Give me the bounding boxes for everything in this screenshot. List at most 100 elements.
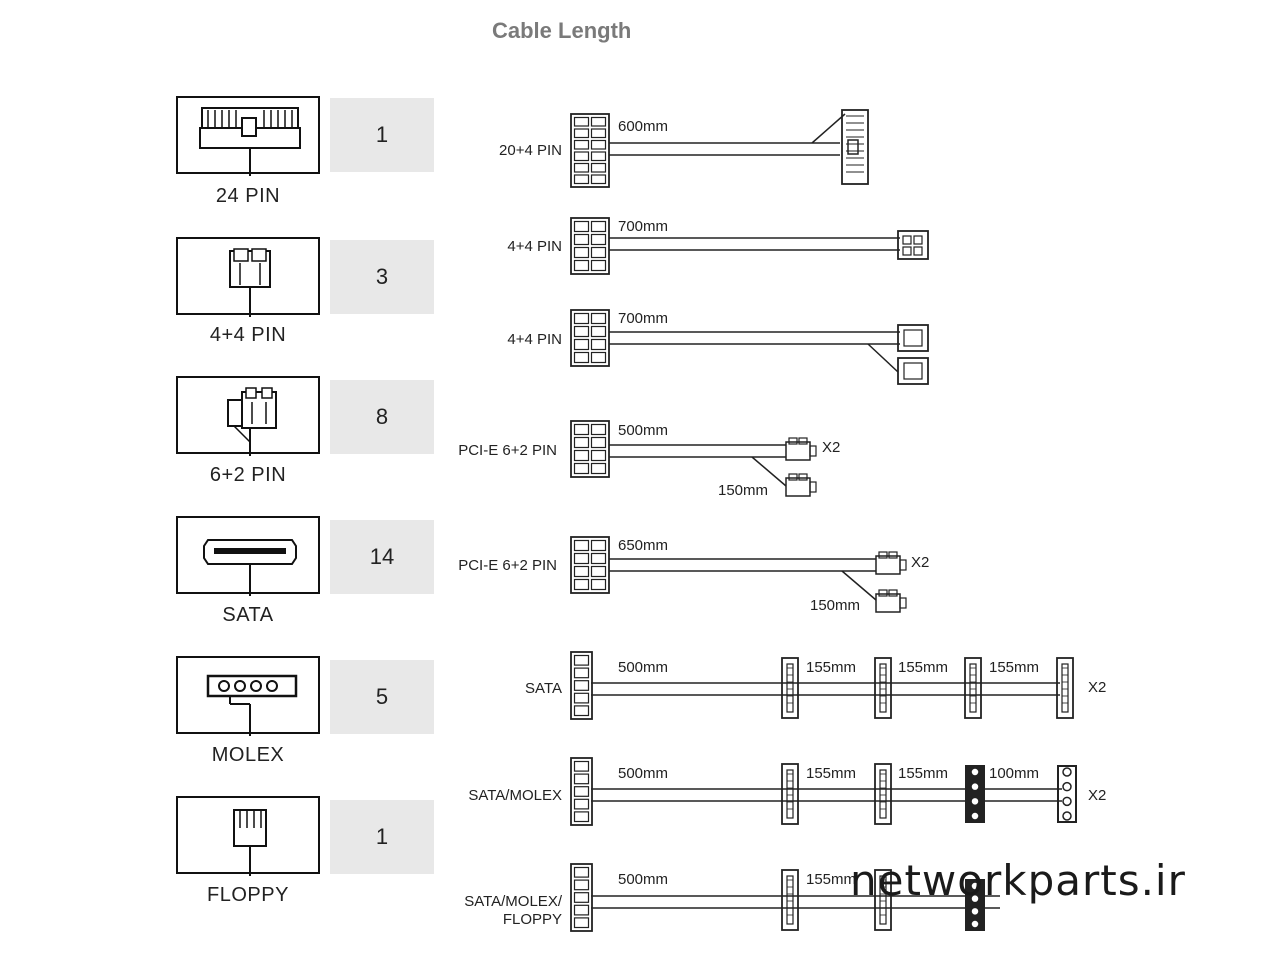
cable-length: 155mm: [806, 659, 857, 676]
plug-icon: [570, 309, 610, 367]
connector-count: 5: [330, 660, 434, 734]
sata-plug-icon: [879, 663, 887, 713]
sata-plug-icon: [1056, 657, 1074, 719]
eps-plug-icon: [902, 235, 912, 245]
connector-label: MOLEX: [211, 744, 285, 766]
sata-plug-icon: [786, 769, 794, 819]
molex-plug-icon: [970, 919, 980, 929]
atx-plug-icon: [847, 139, 859, 155]
plug-pin-icon: [590, 116, 607, 127]
plug-pin-icon: [590, 312, 607, 325]
sata-plug-icon: [781, 657, 799, 719]
connector-label: 24 PIN: [215, 185, 281, 207]
plug-pin-icon: [573, 139, 590, 150]
plug-pin-icon: [573, 174, 590, 185]
small-plug-icon: [875, 593, 901, 613]
cable-multiplier: X2: [1088, 787, 1107, 804]
cable-length: 150mm: [810, 597, 861, 614]
plug-pin-icon: [590, 325, 607, 338]
plug-pin-icon: [573, 773, 590, 785]
cable-length: 500mm: [618, 871, 669, 888]
sata-plug-icon: [874, 657, 892, 719]
cable-length: 100mm: [989, 765, 1040, 782]
plug-pin-icon: [573, 705, 590, 717]
connector-count: 14: [330, 520, 434, 594]
plug-pin-icon: [573, 116, 590, 127]
plug-pin-icon: [573, 798, 590, 810]
connector-label: SATA: [222, 604, 274, 626]
cable-length: 155mm: [806, 871, 857, 888]
plug-pin-icon: [573, 578, 590, 591]
sata-plug-icon: [781, 763, 799, 825]
plug-pin-icon: [573, 162, 590, 173]
plug-pin-icon: [573, 552, 590, 565]
plug-pin-icon: [573, 462, 590, 475]
small-plug-icon: [798, 473, 808, 481]
plug-pin-icon: [573, 220, 590, 233]
small-plug-icon: [809, 445, 817, 457]
molex-plug-icon: [1062, 811, 1072, 821]
cable-name: SATA/MOLEX: [468, 787, 562, 804]
sata-plug-icon: [879, 769, 887, 819]
plug-pin-icon: [573, 904, 590, 916]
plug-pin-icon: [573, 680, 590, 691]
plug-pin-icon: [590, 436, 607, 449]
cable-name: PCI-E 6+2 PIN: [458, 442, 557, 459]
plug-pin-icon: [590, 233, 607, 246]
small-plug-icon: [809, 481, 817, 493]
molex-plug-icon: [1062, 767, 1072, 777]
small-plug-icon: [878, 589, 888, 597]
molex-plug-icon: [965, 879, 985, 931]
molex-plug-icon: [1057, 765, 1077, 823]
small-plug-icon: [888, 589, 898, 597]
sata-plug-icon: [969, 663, 977, 713]
plug-pin-icon: [590, 565, 607, 578]
plug-icon: [570, 757, 593, 826]
cable-name: SATA/MOLEX/: [464, 893, 562, 910]
sata-plug-icon: [781, 869, 799, 931]
cable-length: 700mm: [618, 310, 669, 327]
eps-plug-icon: [913, 246, 923, 256]
cable-length: 500mm: [618, 765, 669, 782]
molex-plug-icon: [1062, 781, 1072, 792]
plug-pin-icon: [573, 786, 590, 797]
plug-icon: [570, 420, 610, 478]
plug-pin-icon: [573, 233, 590, 246]
molex-plug-icon: [970, 796, 980, 807]
plug-pin-icon: [573, 760, 590, 772]
plug-pin-icon: [573, 449, 590, 462]
eps-plug-icon: [897, 324, 929, 352]
eps-plug-icon: [902, 246, 912, 256]
plug-icon: [570, 651, 593, 720]
plug-pin-icon: [590, 578, 607, 591]
plug-pin-icon: [573, 351, 590, 364]
sata-plug-icon: [786, 663, 794, 713]
plug-pin-icon: [590, 351, 607, 364]
molex-plug-icon: [970, 811, 980, 821]
small-plug-icon: [875, 555, 901, 575]
sata-plug-icon: [1061, 663, 1069, 713]
small-plug-icon: [785, 441, 811, 461]
plug-pin-icon: [573, 654, 590, 666]
plug-pin-icon: [573, 565, 590, 578]
plug-pin-icon: [590, 162, 607, 173]
plug-pin-icon: [590, 220, 607, 233]
24-pin-connector-icon: [176, 96, 320, 176]
small-plug-icon: [899, 597, 907, 609]
eps-plug-icon: [913, 235, 923, 245]
cable-length: 650mm: [618, 537, 669, 554]
plug-pin-icon: [590, 552, 607, 565]
plug-pin-icon: [573, 917, 590, 929]
cable-length: 600mm: [618, 118, 669, 135]
6-2-pin-connector-icon: [176, 376, 320, 456]
cable-multiplier: X2: [1088, 679, 1107, 696]
cable-length: 155mm: [989, 659, 1040, 676]
plug-pin-icon: [573, 423, 590, 436]
small-plug-icon: [785, 477, 811, 497]
connector-count: 1: [330, 800, 434, 874]
sata-plug-icon: [874, 869, 892, 931]
plug-pin-icon: [573, 436, 590, 449]
cable-wire: [751, 456, 787, 487]
connector-label: 4+4 PIN: [209, 324, 287, 346]
